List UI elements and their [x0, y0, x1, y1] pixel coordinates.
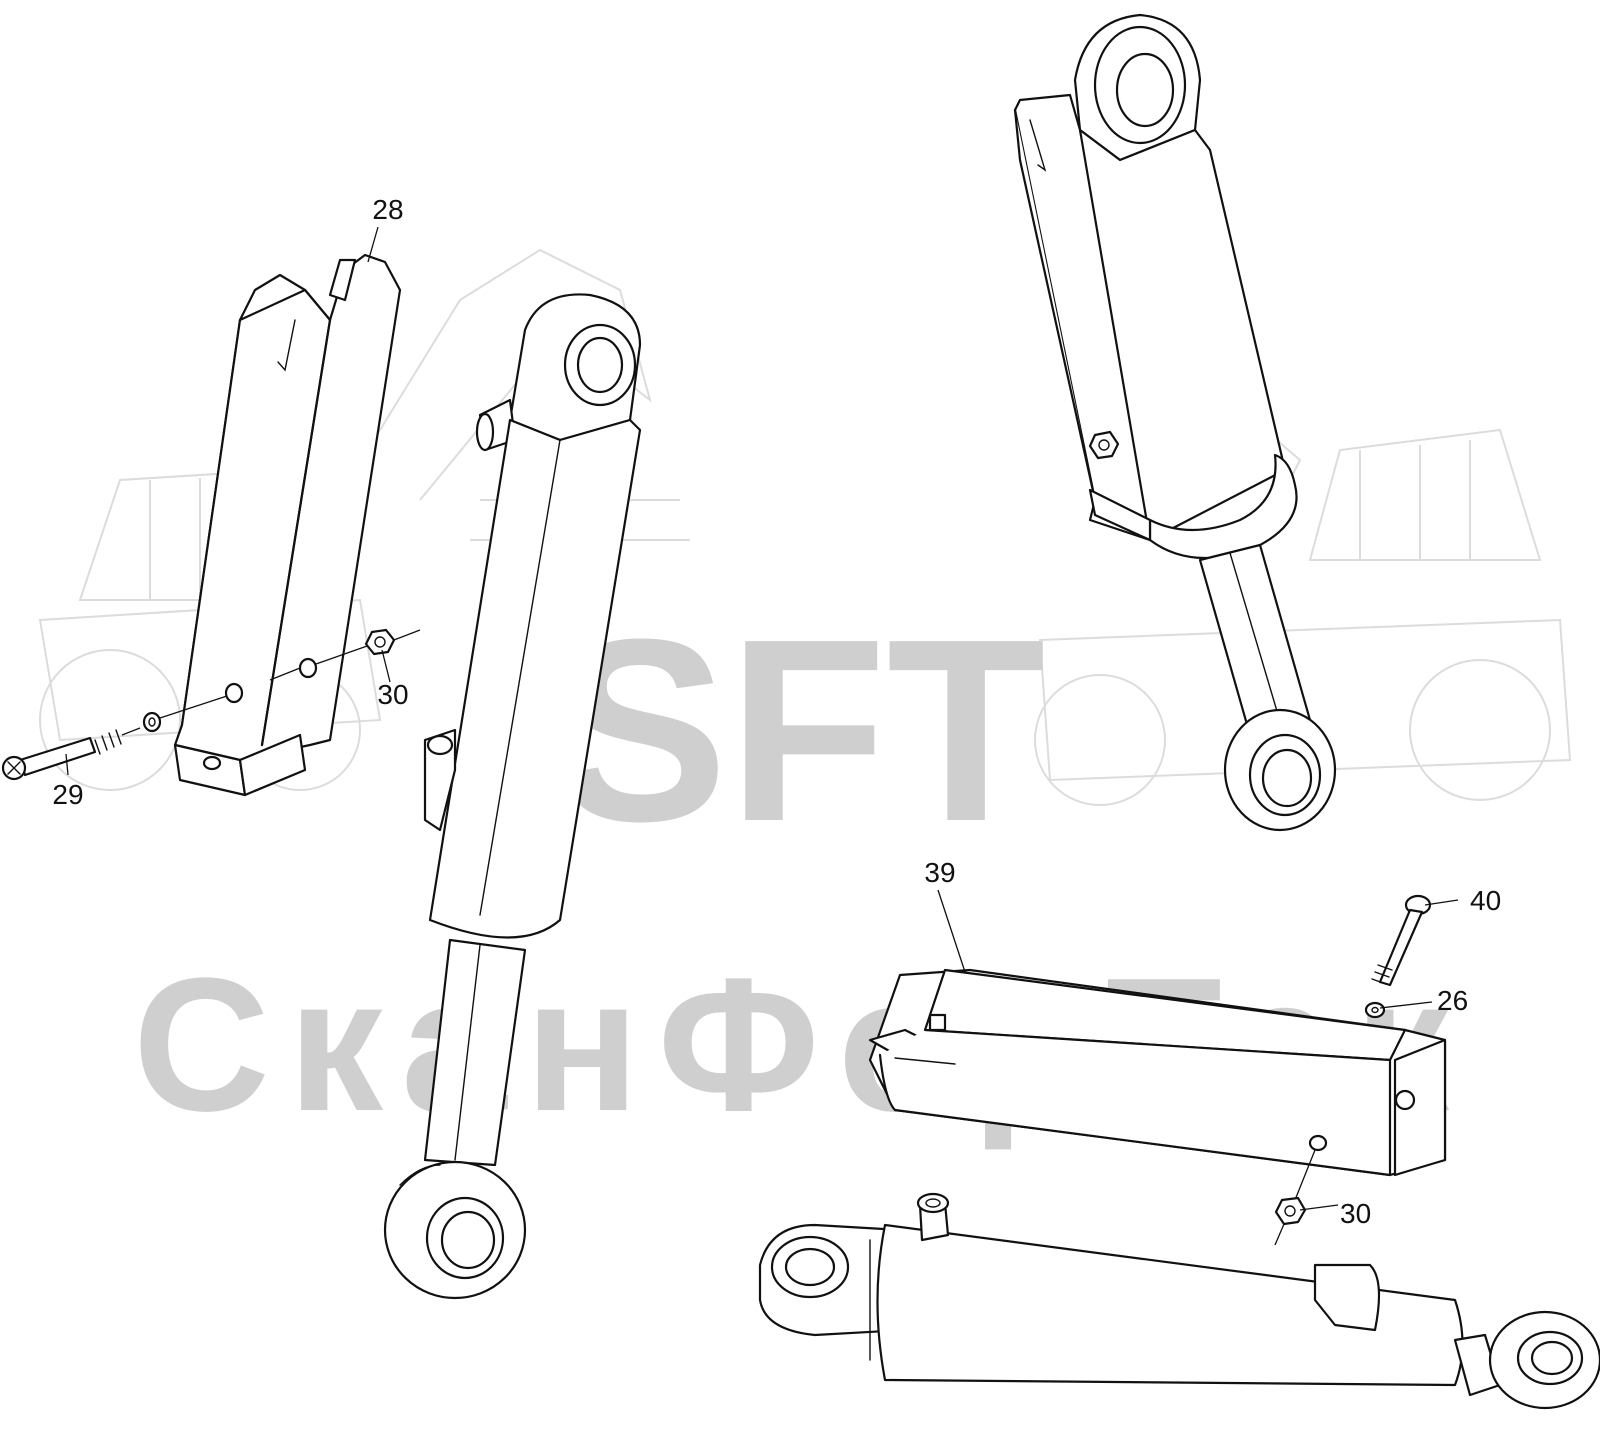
screw-29: [1, 727, 141, 781]
bracket-guard-28: [173, 253, 402, 797]
washer-29: [142, 711, 162, 733]
leader-29: [65, 753, 69, 776]
leader-28: [367, 226, 379, 263]
leader-30-left: [381, 649, 391, 683]
leader-39: [937, 889, 966, 973]
callout-29: 29: [52, 779, 83, 810]
leader-30-right: [1299, 1204, 1339, 1211]
callout-28: 28: [372, 194, 403, 225]
callout-30-right: 30: [1340, 1198, 1371, 1229]
nut-30-right: [1274, 1134, 1328, 1246]
callout-30-left: 30: [377, 679, 408, 710]
callout-26: 26: [1437, 985, 1468, 1016]
hydraulic-cylinder-right-assembled: [1013, 13, 1337, 832]
watermark-logo: SFT: [554, 586, 1045, 876]
callout-39: 39: [924, 857, 955, 888]
callout-leaders: [65, 226, 1459, 1211]
hydraulic-cylinder-left: [383, 293, 642, 1300]
leader-40: [1424, 899, 1459, 906]
callout-labels: 28 29 30 39 40 26 30: [52, 194, 1501, 1229]
hydraulic-cylinder-bottom: [758, 1192, 1600, 1410]
callout-40: 40: [1470, 885, 1501, 916]
axis-line-29: [159, 694, 231, 719]
nut-30-left: [269, 628, 421, 681]
washer-26: [1364, 1001, 1386, 1019]
screw-40: [1371, 894, 1432, 987]
bracket-guard-39: [868, 968, 1447, 1177]
leader-26: [1379, 1001, 1433, 1009]
bolt-hole-marker: [224, 682, 244, 704]
